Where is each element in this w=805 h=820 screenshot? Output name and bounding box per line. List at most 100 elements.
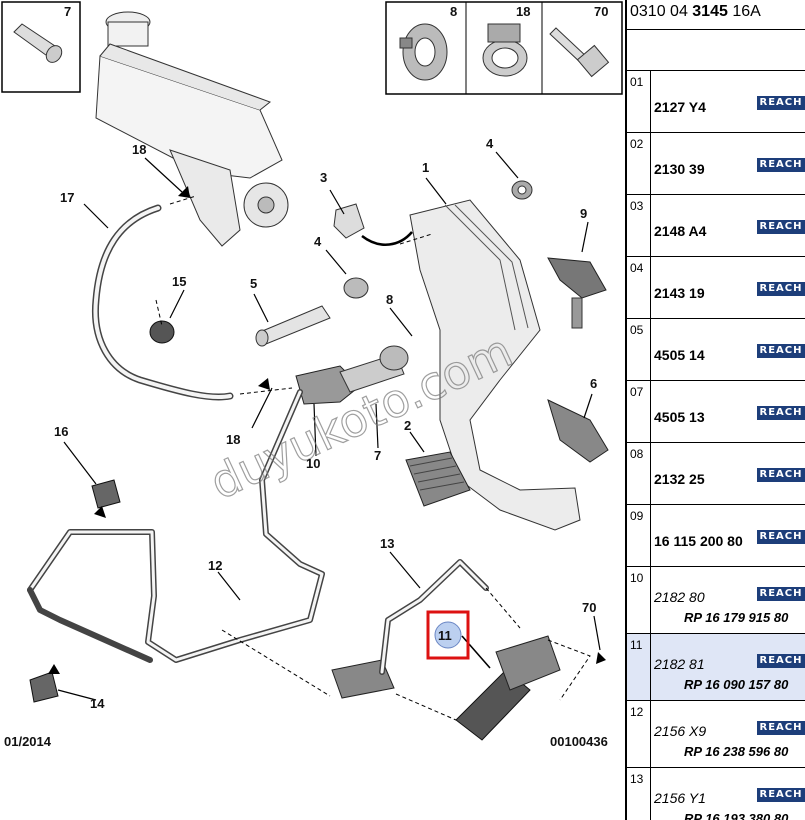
row-number: 10 <box>627 567 651 633</box>
callout-70: 70 <box>582 600 596 615</box>
reach-badge[interactable]: REACH <box>757 530 805 544</box>
row-number: 09 <box>627 505 651 566</box>
row-number: 04 <box>627 257 651 318</box>
parts-diagram: 7 8 18 70 <box>1 1 623 749</box>
callout-14: 14 <box>90 696 105 711</box>
reach-badge[interactable]: REACH <box>757 158 805 172</box>
row-number: 08 <box>627 443 651 504</box>
pin-icon <box>13 23 63 63</box>
master-cylinder-reservoir[interactable] <box>95 11 289 247</box>
reach-badge[interactable]: REACH <box>757 406 805 420</box>
pedal-switch-6[interactable] <box>547 399 609 463</box>
part-code: 2143 19 <box>654 285 705 301</box>
header-prefix: 0310 04 <box>630 3 693 20</box>
callout-2: 2 <box>404 418 411 433</box>
reach-badge[interactable]: REACH <box>757 788 805 802</box>
reach-badge[interactable]: REACH <box>757 654 805 668</box>
row-number: 05 <box>627 319 651 380</box>
reach-badge[interactable]: REACH <box>757 587 805 601</box>
header-suffix: 16A <box>727 3 761 20</box>
inset-label: 70 <box>594 4 608 19</box>
pivot-pin-5[interactable] <box>255 305 331 347</box>
reach-badge[interactable]: REACH <box>757 468 805 482</box>
callout-labels: 1 2 3 4 4 5 6 7 8 9 10 11 12 13 14 15 16… <box>54 136 597 711</box>
hose-17-inner <box>93 206 232 400</box>
dashed-lines <box>155 195 591 721</box>
reach-badge[interactable]: REACH <box>757 282 805 296</box>
bushing-4-top[interactable] <box>511 180 533 200</box>
callout-17: 17 <box>60 190 74 205</box>
callout-7: 7 <box>374 448 381 463</box>
inset-label: 8 <box>450 4 457 19</box>
part-code: 16 115 200 80 <box>654 533 743 549</box>
callout-16: 16 <box>54 424 68 439</box>
reach-badge[interactable]: REACH <box>757 220 805 234</box>
callout-6: 6 <box>590 376 597 391</box>
part-code: 2148 A4 <box>654 223 707 239</box>
part-code: 4505 13 <box>654 409 705 425</box>
callout-11: 11 <box>438 628 452 643</box>
washer-icon <box>399 23 448 81</box>
reach-badge[interactable]: REACH <box>757 721 805 735</box>
callout-11-highlight[interactable] <box>426 610 470 660</box>
callout-4: 4 <box>486 136 494 151</box>
inset-label: 7 <box>64 4 71 19</box>
pedal-switch-9[interactable] <box>547 257 607 329</box>
diagram-date: 01/2014 <box>4 734 52 749</box>
callout-12: 12 <box>208 558 222 573</box>
callout-9: 9 <box>580 206 587 221</box>
clutch-master-cylinder-10[interactable] <box>295 345 409 405</box>
reference-header: 0310 04 3145 16A <box>627 0 805 30</box>
grommet-15[interactable] <box>149 320 175 344</box>
spring-clip-3[interactable] <box>333 203 413 246</box>
header-spacer <box>627 30 805 71</box>
clutch-pedal-assembly[interactable] <box>405 199 581 531</box>
pipe-12-inner <box>28 390 324 662</box>
part-code: 2182 80 <box>654 589 705 605</box>
row-number: 13 <box>627 768 651 820</box>
hose-clip-14[interactable] <box>29 671 59 703</box>
reach-badge[interactable]: REACH <box>757 96 805 110</box>
inset-box-7[interactable]: 7 <box>1 1 81 93</box>
replacement-ref: RP 16 193 380 80 <box>684 811 789 820</box>
callout-8: 8 <box>386 292 393 307</box>
pipe-13[interactable] <box>379 559 489 675</box>
row-number: 12 <box>627 701 651 767</box>
callout-5: 5 <box>250 276 257 291</box>
replacement-ref: RP 16 238 596 80 <box>684 744 789 759</box>
replacement-ref: RP 16 090 157 80 <box>684 677 789 692</box>
callout-13: 13 <box>380 536 394 551</box>
arrowheads <box>48 186 606 674</box>
slave-cylinder-11[interactable] <box>455 635 561 741</box>
part-code: 2127 Y4 <box>654 99 706 115</box>
row-number: 03 <box>627 195 651 256</box>
inset-box-8-18-70[interactable]: 8 18 70 <box>385 1 623 95</box>
callout-15: 15 <box>172 274 186 289</box>
row-number: 02 <box>627 133 651 194</box>
callout-18: 18 <box>226 432 240 447</box>
bushing-4-mid[interactable] <box>343 277 369 299</box>
hose-clip-16[interactable] <box>91 479 121 509</box>
pipe-damper[interactable] <box>331 659 395 699</box>
part-code: 2182 81 <box>654 656 705 672</box>
inset-label: 18 <box>516 4 530 19</box>
row-number: 07 <box>627 381 651 442</box>
reach-badge[interactable]: REACH <box>757 344 805 358</box>
part-code: 2130 39 <box>654 161 705 177</box>
bolt-icon <box>549 27 610 78</box>
callout-4: 4 <box>314 234 322 249</box>
row-number: 11 <box>627 634 651 700</box>
